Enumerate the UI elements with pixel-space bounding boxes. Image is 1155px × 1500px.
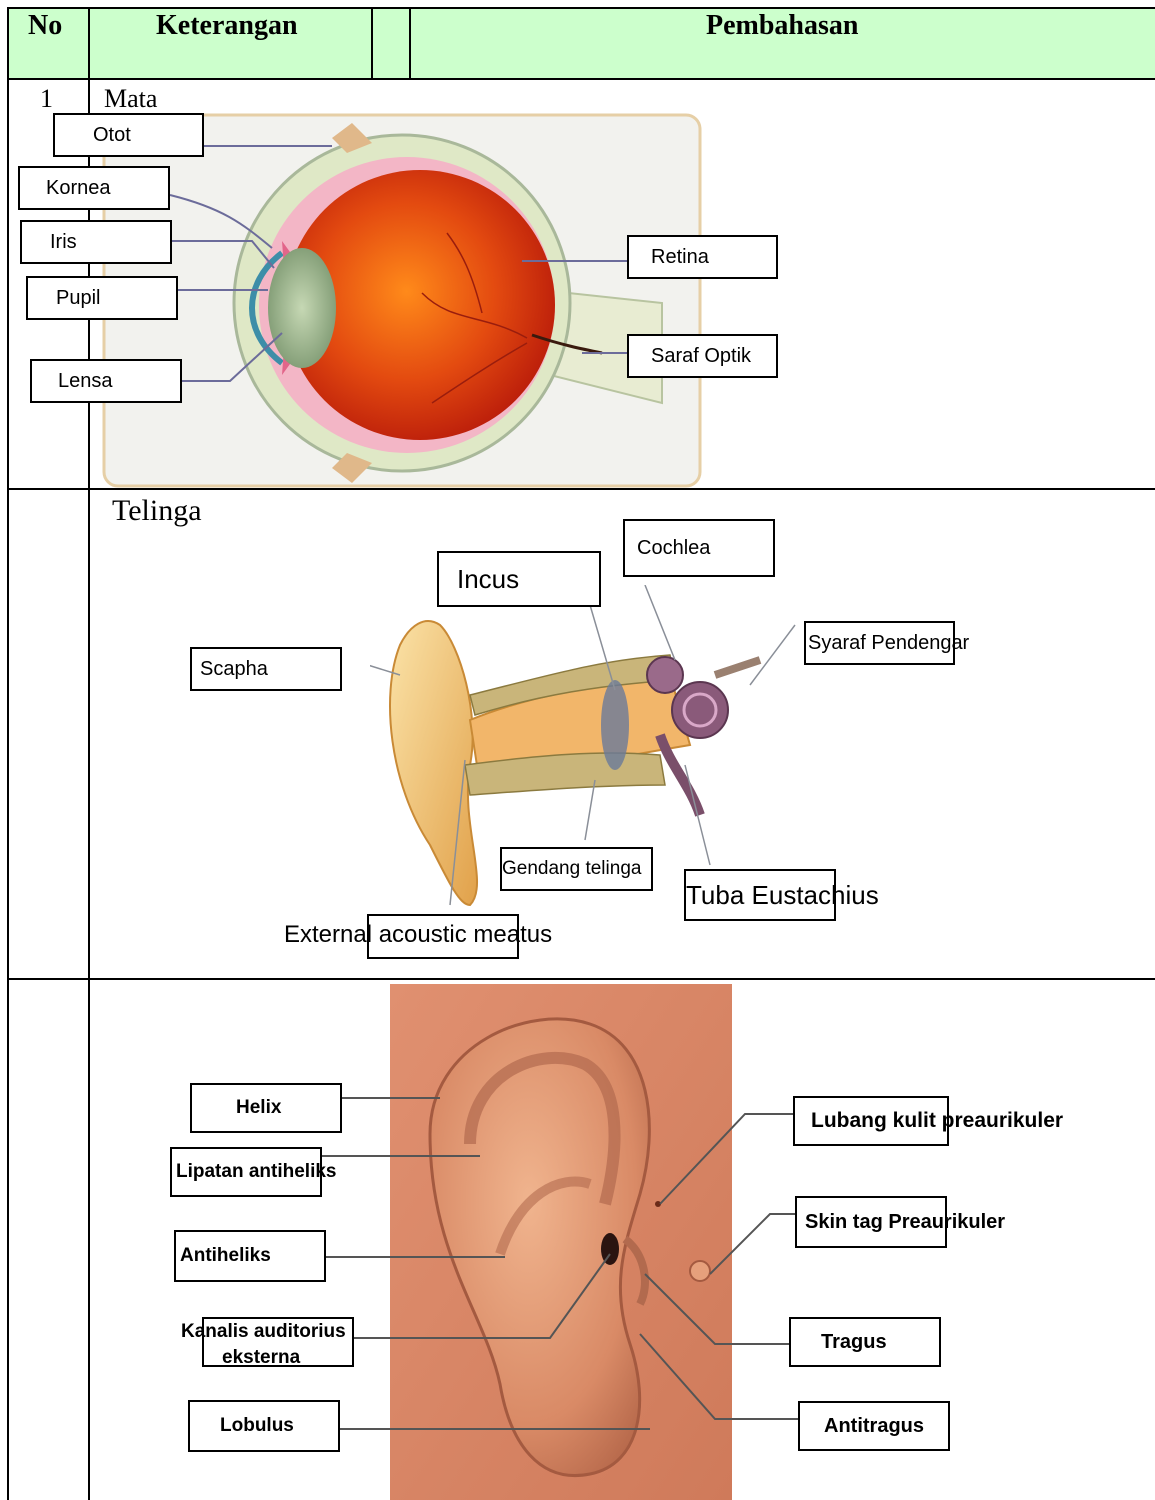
label-kanalis-auditorius-line2: eksterna bbox=[222, 1347, 300, 1369]
eye-diagram bbox=[102, 113, 702, 488]
label-incus: Incus bbox=[437, 551, 601, 607]
label-cochlea: Cochlea bbox=[623, 519, 775, 577]
row-number: 1 bbox=[40, 84, 53, 114]
header-pembahasan: Pembahasan bbox=[706, 10, 858, 42]
label-kornea: Kornea bbox=[18, 166, 170, 210]
row-divider-1 bbox=[8, 488, 1155, 490]
label-lobulus: Lobulus bbox=[188, 1400, 340, 1452]
label-lensa: Lensa bbox=[30, 359, 182, 403]
label-otot: Otot bbox=[53, 113, 204, 157]
label-saraf-optik: Saraf Optik bbox=[627, 334, 778, 378]
label-helix: Helix bbox=[190, 1083, 342, 1133]
col-divider-keterangan bbox=[371, 7, 373, 79]
label-antiheliks: Antiheliks bbox=[174, 1230, 326, 1282]
table-header-bottom-border bbox=[8, 78, 1155, 80]
eye-title: Mata bbox=[104, 84, 157, 114]
label-lubang-kulit-preaurikuler: Lubang kulit preaurikuler bbox=[793, 1096, 949, 1146]
label-kanalis-auditorius-line1: Kanalis auditorius bbox=[181, 1321, 346, 1343]
label-external-acoustic-meatus: External acoustic meatus bbox=[284, 921, 552, 949]
header-keterangan: Keterangan bbox=[156, 10, 298, 42]
row-divider-2 bbox=[8, 978, 1155, 980]
label-syaraf-pendengar: Syaraf Pendengar bbox=[804, 621, 955, 665]
table-top-border bbox=[8, 7, 1155, 9]
label-tuba-eustachius: Tuba Eustachius bbox=[684, 869, 836, 921]
ear-inner-title: Telinga bbox=[112, 494, 202, 528]
label-scapha: Scapha bbox=[190, 647, 342, 691]
label-gendang-telinga: Gendang telinga bbox=[500, 847, 653, 891]
header-no: No bbox=[28, 10, 62, 42]
label-lipatan-antiheliks: Lipatan antiheliks bbox=[170, 1147, 322, 1197]
label-tragus: Tragus bbox=[789, 1317, 941, 1367]
col-divider-pembahasan bbox=[409, 7, 411, 79]
label-pupil: Pupil bbox=[26, 276, 178, 320]
label-antitragus: Antitragus bbox=[798, 1401, 950, 1451]
label-retina: Retina bbox=[627, 235, 778, 279]
label-skin-tag-preaurikuler: Skin tag Preaurikuler bbox=[795, 1196, 947, 1248]
label-iris: Iris bbox=[20, 220, 172, 264]
